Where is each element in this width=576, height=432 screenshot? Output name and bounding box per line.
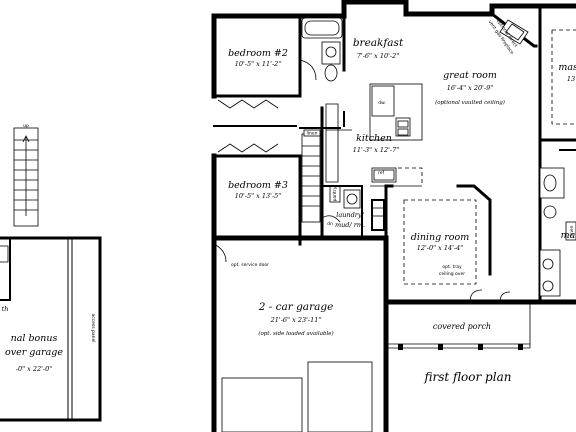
fireplace: optional direct vent gas fireplace <box>487 11 538 56</box>
kitchen-cabinetry: dw. ref <box>325 83 423 231</box>
dining-tray-note-2: ceiling over <box>439 271 465 277</box>
bedroom2-dims: 10'-5" x 11'-2" <box>235 60 282 68</box>
kitchen-dims: 11'-3" x 12'-7" <box>353 146 400 154</box>
porch-name: covered porch <box>433 322 491 331</box>
garage-name: 2 - car garage <box>258 301 334 313</box>
dining-room-walls <box>384 184 492 304</box>
pantry-label: pantry <box>332 186 338 201</box>
linen-label: linen <box>307 131 318 137</box>
master-bath: linen <box>538 138 576 304</box>
breakfast-name: breakfast <box>353 37 404 49</box>
laundry-name-2: mud/ rm. <box>335 221 365 229</box>
attic-access-label: access panel <box>90 313 96 342</box>
garage-note: (opt. side loaded available) <box>258 330 333 337</box>
dining-tray-note-1: opt. tray <box>442 264 462 270</box>
bonus-room-plan: up th nal bonus over garage -0" x 22'-0"… <box>0 124 102 422</box>
bonus-room-dims: -0" x 22'-0" <box>16 365 53 373</box>
service-door-label: opt. service door <box>231 262 269 268</box>
dishwasher-label: dw. <box>378 100 386 106</box>
kitchen-name: kitchen <box>356 133 392 144</box>
hall-bath <box>299 17 343 82</box>
covered-porch <box>386 302 531 350</box>
master-linen-label: linen <box>569 225 575 236</box>
garage-dims: 21'-6" x 23'-11" <box>270 316 322 324</box>
plan-title: first floor plan <box>424 370 512 384</box>
refrigerator-label: ref <box>378 170 385 176</box>
bonus-room-name-1: nal bonus <box>11 333 58 344</box>
master-name: mast <box>558 62 576 73</box>
hall-stair: linen <box>301 129 321 223</box>
dining-room-dims: 12'-0" x 14'-4" <box>417 244 464 252</box>
garage-details <box>213 236 373 432</box>
bedroom3-name: bedroom #3 <box>228 180 288 191</box>
great-room-note: (optional vaulted ceiling) <box>435 99 505 106</box>
bedroom3-dims: 10'-5" x 13'-5" <box>235 192 282 200</box>
laundry-room <box>321 185 363 237</box>
dining-room-name: dining room <box>411 232 469 243</box>
great-room-name: great room <box>443 70 497 81</box>
laundry-name-1: laundry/ <box>336 211 364 219</box>
bonus-stair-up-label: up <box>23 124 29 129</box>
bedroom2-name: bedroom #2 <box>228 48 288 59</box>
bonus-bath-label: th <box>2 305 9 313</box>
dn-label: dn <box>327 221 333 227</box>
first-floor-plan: linen pantry dn dw. ref <box>211 0 576 432</box>
breakfast-dims: 7'-6" x 10'-2" <box>357 52 399 60</box>
great-room-dims: 16'-4" x 20'-9" <box>447 84 494 92</box>
master-bath-name: ma <box>561 230 576 241</box>
bonus-room-name-2: over garage <box>5 347 63 358</box>
master-dims: 13 <box>567 75 575 83</box>
closet-bifold-doors <box>213 99 297 153</box>
